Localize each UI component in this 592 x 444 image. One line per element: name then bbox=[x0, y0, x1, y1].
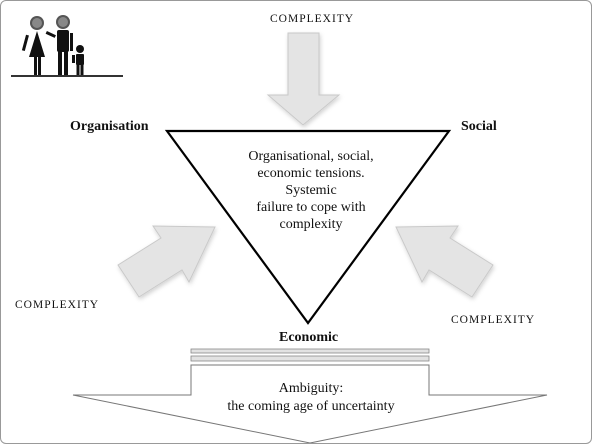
ambiguity-line: Ambiguity: bbox=[278, 381, 344, 396]
economic-label: Economic bbox=[279, 330, 339, 345]
tension-triangle bbox=[164, 129, 452, 325]
complexity-label-left: COMPLEXITY bbox=[15, 299, 100, 311]
organisation-label: Organisation bbox=[70, 119, 149, 134]
complexity-label-right: COMPLEXITY bbox=[451, 314, 536, 326]
arrow-right-diagonal bbox=[395, 225, 494, 298]
center-text-line: economic tensions. bbox=[257, 166, 365, 181]
center-text-line: failure to cope with bbox=[256, 200, 366, 215]
ambiguity-text: Ambiguity: the coming age of uncertainty bbox=[191, 380, 431, 416]
arrow-down-top bbox=[266, 32, 341, 126]
arrow-left-diagonal bbox=[117, 225, 216, 298]
bar-2 bbox=[190, 355, 430, 362]
bar-1 bbox=[190, 348, 430, 354]
center-text: Organisational, social, economic tension… bbox=[206, 148, 416, 233]
center-text-line: Organisational, social, bbox=[248, 149, 374, 164]
family-icon bbox=[11, 15, 123, 77]
center-text-line: Systemic bbox=[285, 183, 337, 198]
ambiguity-line: the coming age of uncertainty bbox=[227, 399, 395, 414]
center-text-line: complexity bbox=[279, 217, 343, 232]
complexity-label-top: COMPLEXITY bbox=[270, 13, 355, 25]
social-label: Social bbox=[461, 119, 497, 134]
arrow-down-bottom bbox=[72, 364, 548, 443]
